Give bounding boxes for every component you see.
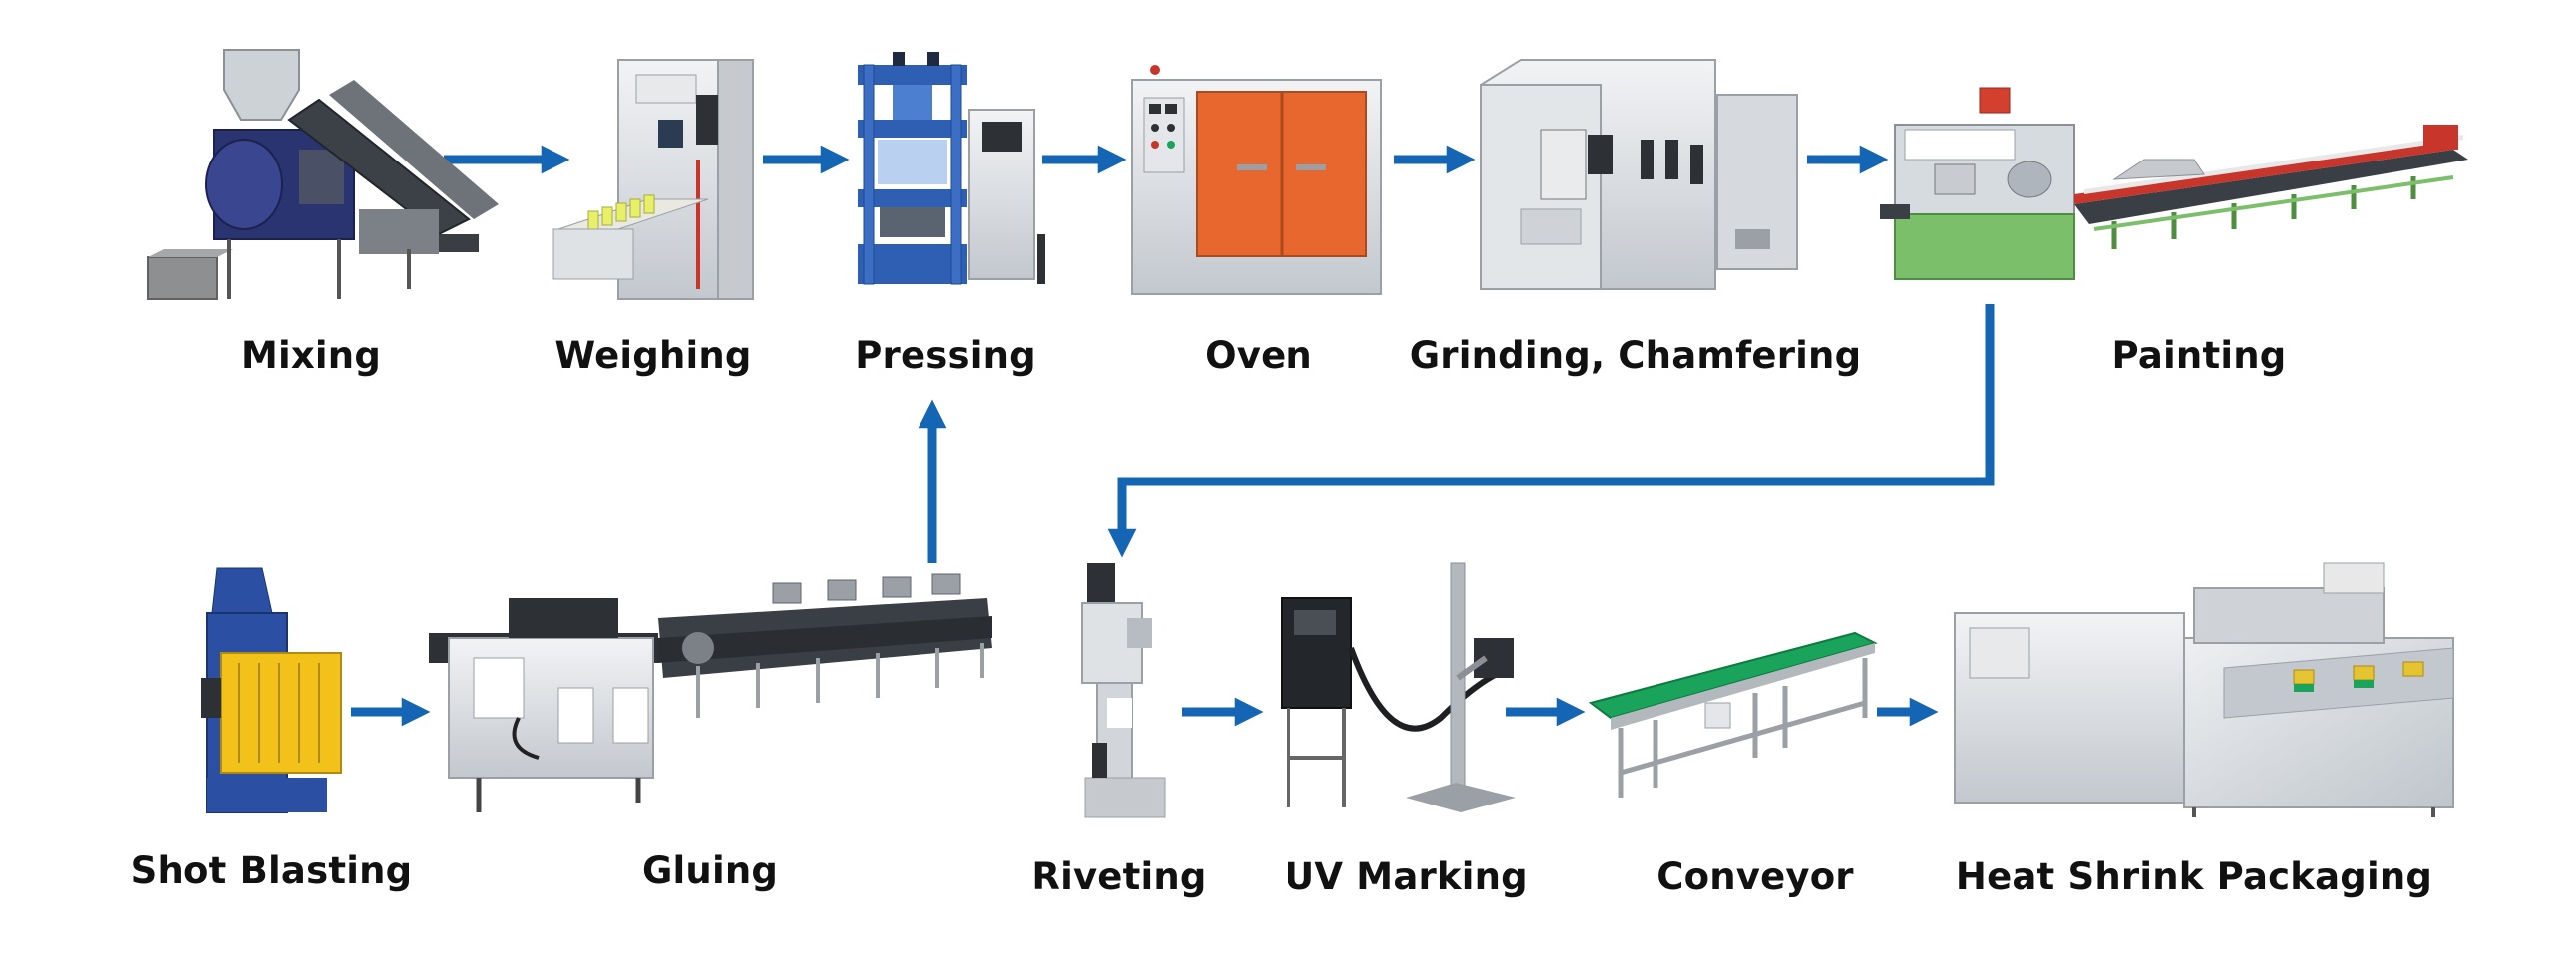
- grinding-machine-image: [1480, 59, 1798, 290]
- label-gluing: Gluing: [641, 849, 779, 892]
- heat-shrink-machine-image: [1954, 562, 2454, 817]
- label-conveyor: Conveyor: [1656, 855, 1854, 898]
- flow-arrows: [351, 145, 1995, 727]
- conveyor-machine-image: [1588, 631, 1878, 798]
- label-mixing: Mixing: [240, 334, 382, 377]
- gluing-machine-image: [429, 573, 992, 812]
- oven-machine-image: [1131, 65, 1382, 295]
- label-pressing: Pressing: [855, 334, 1036, 377]
- uv-marking-machine-image: [1281, 562, 1516, 812]
- painting-machine-image: [1880, 87, 2468, 280]
- arrow-painting-to-riveting: [1107, 304, 1995, 558]
- pressing-machine-image: [858, 52, 1045, 285]
- shot-blasting-machine-image: [201, 567, 342, 813]
- label-grinding-chamfering: Grinding, Chamfering: [1409, 334, 1862, 377]
- label-weighing: Weighing: [554, 334, 752, 377]
- label-uv-marking: UV Marking: [1285, 855, 1528, 898]
- mixing-machine-image: [147, 49, 499, 300]
- label-riveting: Riveting: [1031, 855, 1207, 898]
- label-heat-shrink-packaging: Heat Shrink Packaging: [1955, 855, 2433, 898]
- weighing-machine-image: [552, 59, 754, 300]
- riveting-machine-image: [1081, 563, 1166, 818]
- label-painting: Painting: [2111, 334, 2287, 377]
- label-oven: Oven: [1205, 334, 1312, 377]
- label-shot-blasting: Shot Blasting: [130, 849, 413, 892]
